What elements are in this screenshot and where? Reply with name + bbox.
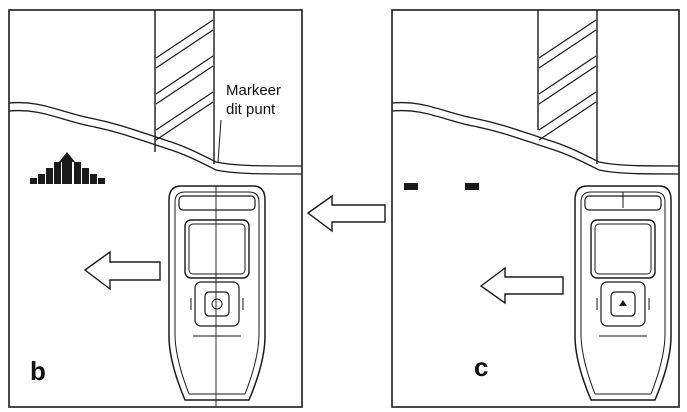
panel-letter-c: c bbox=[474, 352, 488, 382]
panel-letter-b: b bbox=[30, 356, 46, 386]
dash-indicator-icon bbox=[465, 183, 479, 190]
stud-hatching-c bbox=[538, 19, 597, 141]
wall-stud-c bbox=[537, 10, 598, 164]
left-arrow-icon bbox=[83, 250, 161, 291]
signal-bars-icon bbox=[30, 152, 105, 184]
panel-c: c bbox=[391, 9, 680, 408]
wall-surface-line-b bbox=[8, 101, 303, 167]
wall-surface-line-c bbox=[391, 101, 680, 167]
callout-line-b bbox=[217, 119, 222, 163]
stud-hatching-b bbox=[155, 19, 214, 141]
panel-b: Markeer dit punt b bbox=[8, 9, 303, 408]
dash-indicator-icon bbox=[404, 183, 418, 190]
detector-device-b bbox=[168, 185, 266, 401]
panel-c-frame bbox=[391, 9, 680, 408]
callout-text-b: Markeer dit punt bbox=[226, 82, 285, 118]
left-arrow-icon bbox=[306, 194, 386, 233]
wall-stud-b bbox=[154, 10, 215, 164]
detector-device-c bbox=[574, 185, 672, 401]
left-arrow-icon bbox=[479, 266, 564, 305]
